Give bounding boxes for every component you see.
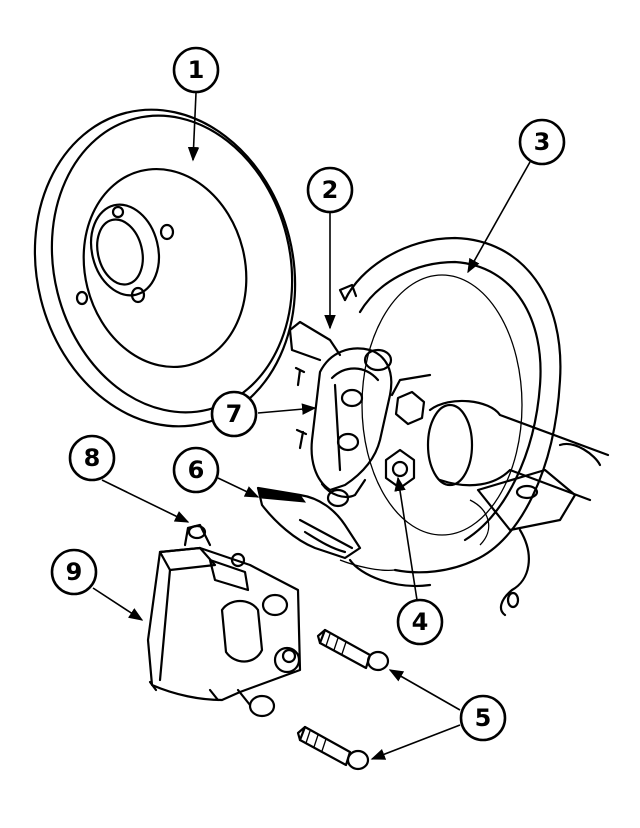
caliper-bolt-lower <box>296 725 370 771</box>
axle-housing <box>426 399 610 617</box>
callout-7-label: 7 <box>226 400 243 428</box>
callout-6-label: 6 <box>188 456 205 484</box>
caliper-mounting-nut <box>384 373 432 490</box>
callout-4: 4 <box>396 598 444 646</box>
callout-5: 5 <box>459 694 507 742</box>
callout-7: 7 <box>210 390 258 438</box>
callout-6: 6 <box>172 446 220 494</box>
callout-3: 3 <box>518 118 566 166</box>
caliper-bolt-upper <box>316 628 390 672</box>
callout-5-label: 5 <box>475 704 492 732</box>
callout-2: 2 <box>306 166 354 214</box>
brake-rotor <box>33 108 297 428</box>
callout-4-label: 4 <box>412 608 429 636</box>
callout-8: 8 <box>68 434 116 482</box>
callout-8-label: 8 <box>84 444 101 472</box>
caliper-anchor-bracket <box>288 320 393 508</box>
brake-caliper <box>146 523 302 718</box>
callout-9: 9 <box>50 548 98 596</box>
callout-1-label: 1 <box>188 56 205 84</box>
brake-pad <box>256 486 362 560</box>
callout-9-label: 9 <box>66 558 83 586</box>
leader-lines <box>92 92 531 760</box>
dust-shield <box>338 236 562 588</box>
callout-3-label: 3 <box>534 128 551 156</box>
callout-1: 1 <box>172 46 220 94</box>
callout-2-label: 2 <box>322 176 339 204</box>
